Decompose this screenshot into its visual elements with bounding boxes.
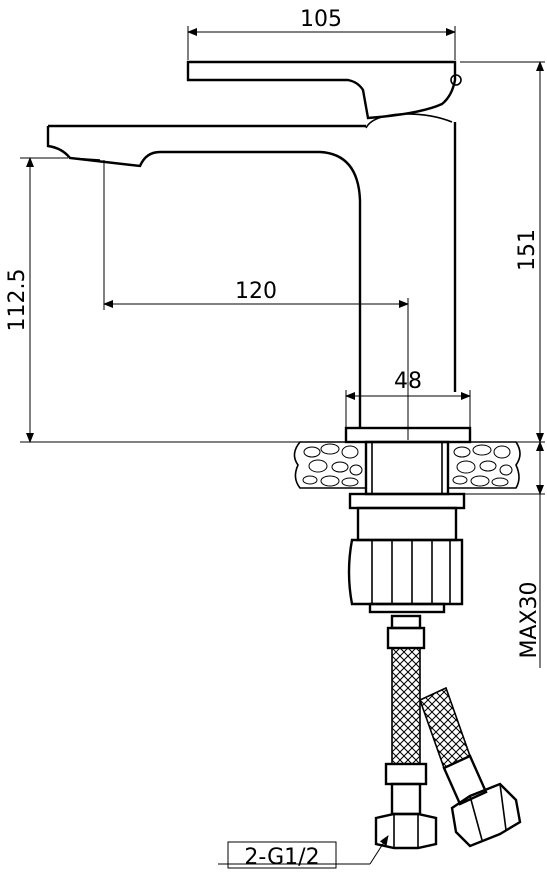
- handle-knob-icon: [450, 74, 462, 86]
- dim-spout-reach-label: 120: [235, 279, 277, 304]
- handle-cap: [365, 113, 453, 129]
- dim-total-height-label: 151: [515, 229, 540, 271]
- fluted-nut: [347, 538, 464, 606]
- supply-hoses: [374, 614, 522, 850]
- faucet-body: [46, 60, 472, 444]
- thread-callout: 2-G1/2: [218, 835, 389, 870]
- spout-nose: [69, 157, 101, 161]
- nut-bottom: [368, 602, 446, 614]
- dim-max-thickness-label: MAX30: [517, 581, 542, 658]
- stone-texture-icon: [302, 443, 513, 487]
- dim-max-thickness: MAX30: [464, 441, 545, 668]
- dim-base-diameter: 48: [345, 369, 471, 428]
- hose-right-braid: [419, 686, 471, 770]
- mounting-hardware: [347, 440, 466, 614]
- shank: [364, 440, 450, 496]
- left-hex-nut: [374, 812, 438, 850]
- dim-base-diameter-label: 48: [394, 369, 422, 394]
- nut-collar: [356, 506, 458, 542]
- counter-left-block: [293, 441, 367, 489]
- dim-handle-width: 105: [187, 7, 456, 60]
- thread-callout-label: 2-G1/2: [244, 845, 319, 870]
- spout-outline: [46, 126, 362, 392]
- right-hex-nut: [450, 782, 522, 848]
- dim-handle-width-label: 105: [300, 7, 342, 32]
- countertop-section: [293, 441, 521, 489]
- dim-total-height: 151: [460, 61, 545, 443]
- handle-lever: [186, 60, 457, 120]
- dim-spout-height: 112.5: [5, 157, 346, 443]
- dim-spout-height-label: 112.5: [5, 269, 30, 332]
- dim-spout-reach: 120: [103, 160, 409, 440]
- counter-right-block: [447, 441, 521, 489]
- nut-flutes: [371, 540, 451, 604]
- hose-left-braid: [391, 647, 421, 765]
- washer: [348, 492, 466, 510]
